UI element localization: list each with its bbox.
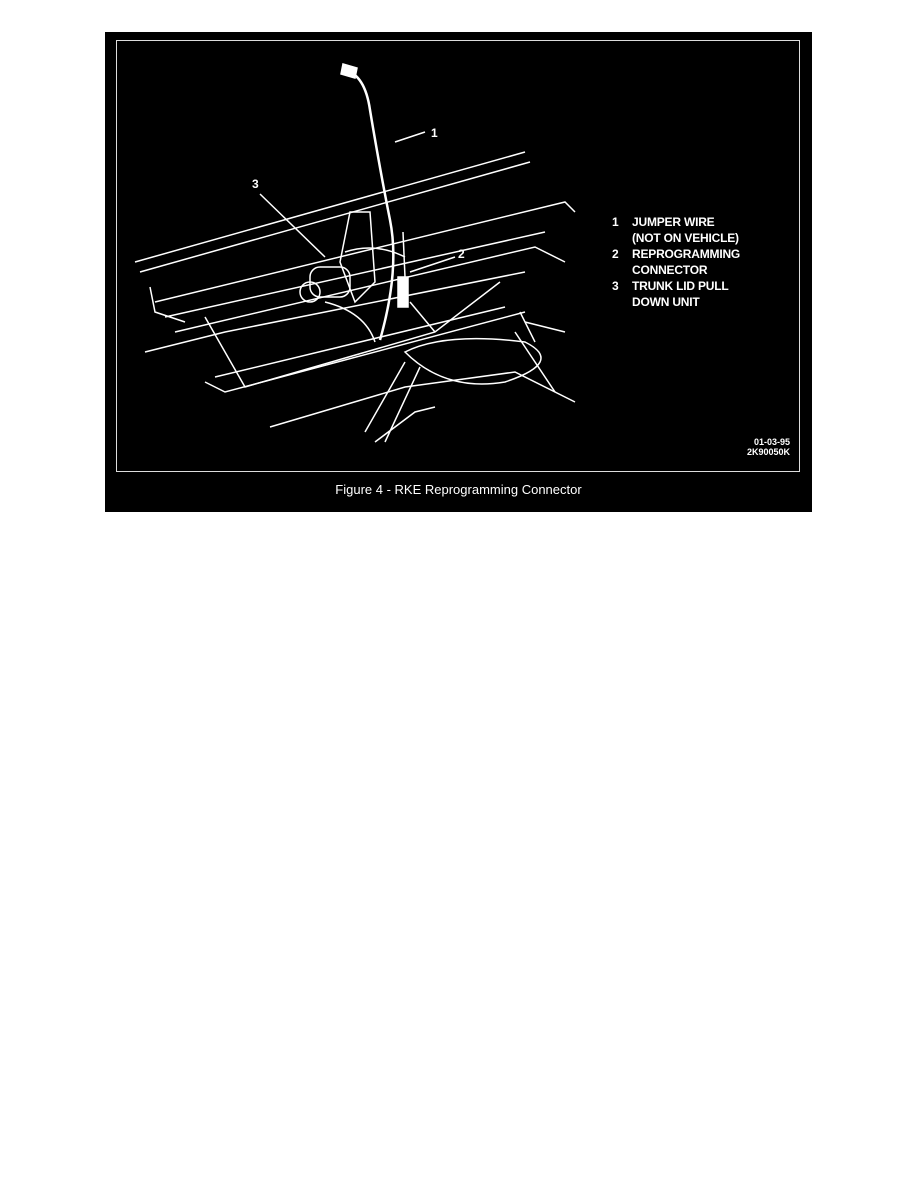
legend-item-cont: (NOT ON VEHICLE) (612, 230, 740, 246)
legend-item-cont: CONNECTOR (612, 262, 740, 278)
legend-number: 1 (612, 215, 619, 229)
legend-item: 1 JUMPER WIRE (612, 214, 740, 230)
legend-number: 2 (612, 247, 619, 261)
callout-2: 2 (458, 247, 465, 261)
legend-item-cont: DOWN UNIT (612, 294, 740, 310)
figure-date-code: 01-03-95 (753, 437, 790, 447)
figure-caption: Figure 4 - RKE Reprogramming Connector (335, 482, 582, 497)
legend-text: (NOT ON VEHICLE) (632, 231, 739, 245)
callout-1: 1 (431, 126, 438, 140)
figure-id-code: 2K90050K (746, 447, 790, 457)
legend-text: CONNECTOR (632, 263, 708, 277)
legend-text: REPROGRAMMING (632, 247, 741, 261)
legend-text: DOWN UNIT (632, 295, 700, 309)
legend-item: 2 REPROGRAMMING (612, 246, 740, 262)
legend-number: 3 (612, 279, 619, 293)
figure-frame (116, 40, 800, 472)
legend-item: 3 TRUNK LID PULL (612, 278, 740, 294)
callout-3: 3 (252, 177, 259, 191)
figure-legend: 1 JUMPER WIRE (NOT ON VEHICLE) 2 REPROGRAM… (612, 214, 740, 310)
legend-text: JUMPER WIRE (632, 215, 715, 229)
figure-code: 01-03-95 2K90050K (730, 437, 790, 457)
legend-text: TRUNK LID PULL (632, 279, 729, 293)
trunk-illustration (134, 63, 576, 443)
